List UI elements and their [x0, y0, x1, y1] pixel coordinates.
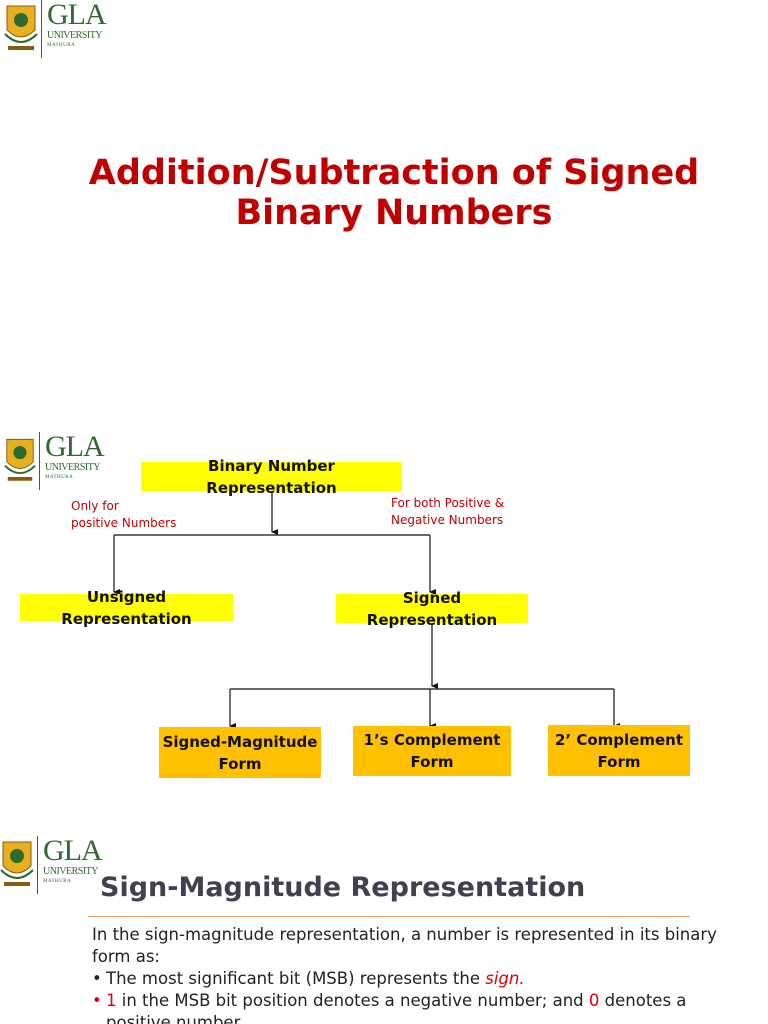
crest-icon: [0, 841, 34, 886]
university-logo: GLA UNIVERSITY MATHURA: [4, 0, 107, 58]
unsigned-representation-box: Unsigned Representation: [20, 588, 233, 628]
representation-diagram-slide: GLA UNIVERSITY MATHURA Binary Number Rep…: [0, 420, 768, 820]
bullet-sign-values: • 1 in the MSB bit position denotes a ne…: [92, 991, 687, 1024]
signed-magnitude-box: Signed-Magnitude Form: [159, 727, 321, 778]
tree-connectors: [113, 492, 620, 729]
logo-mathura: MATHURA: [47, 43, 76, 48]
crest-icon: [4, 5, 38, 50]
logo-university: UNIVERSITY: [45, 462, 100, 473]
logo-gla: GLA: [47, 0, 107, 31]
signed-representation-box: Signed Representation: [336, 589, 528, 629]
logo-university: UNIVERSITY: [43, 866, 98, 877]
slide-title: Addition/Subtraction of Signed Binary Nu…: [40, 153, 748, 233]
university-logo: GLA UNIVERSITY MATHURA: [0, 834, 103, 894]
logo-gla: GLA: [43, 834, 103, 867]
logo-gla: GLA: [45, 430, 105, 463]
intro-paragraph: In the sign-magnitude representation, a …: [92, 925, 717, 966]
bullet-dot-icon: •: [92, 969, 102, 988]
logo-mathura: MATHURA: [45, 475, 74, 480]
logo-university: UNIVERSITY: [47, 30, 102, 41]
slide-heading: Sign-Magnitude Representation: [100, 872, 586, 903]
only-positive-note: Only for positive Numbers: [71, 499, 177, 530]
university-logo: GLA UNIVERSITY MATHURA: [4, 430, 105, 490]
bullet-msb-sign: • The most significant bit (MSB) represe…: [92, 969, 525, 988]
title-slide: GLA UNIVERSITY MATHURA Addition/Subtract…: [0, 0, 768, 400]
twos-complement-box: 2’ Complement Form: [548, 725, 690, 776]
logo-mathura: MATHURA: [43, 879, 72, 884]
heading-divider: [88, 916, 690, 917]
title-line-1: Addition/Subtraction of Signed: [88, 153, 700, 193]
ones-complement-box: 1’s Complement Form: [353, 726, 511, 776]
sign-magnitude-slide: GLA UNIVERSITY MATHURA Sign-Magnitude Re…: [0, 832, 768, 1024]
both-signs-note: For both Positive & Negative Numbers: [391, 496, 505, 527]
slide-body: In the sign-magnitude representation, a …: [92, 924, 742, 1024]
binary-representation-box: Binary Number Representation: [141, 457, 402, 497]
title-line-2: Binary Numbers: [235, 193, 553, 233]
bullet-dot-icon: •: [92, 991, 102, 1010]
crest-icon: [4, 438, 36, 481]
